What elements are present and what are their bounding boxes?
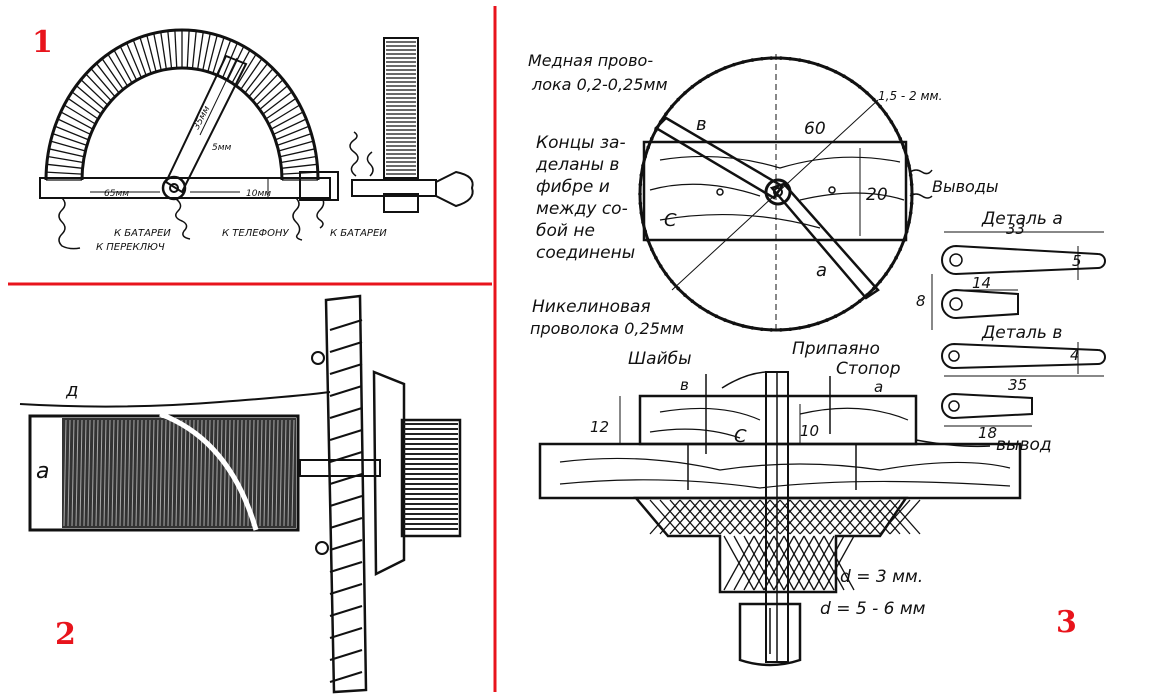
p3-copper-wire-2: лока 0,2-0,25мм xyxy=(531,75,668,94)
p2-label-a: а xyxy=(36,459,49,484)
p3-dim-12: 12 xyxy=(590,418,609,436)
p3-dim-35: 35 xyxy=(1008,376,1027,394)
p3-ends-1: Концы за- xyxy=(536,133,626,153)
p1-dim-base-height: 10мм xyxy=(246,189,271,199)
p3-dim-60: 60 xyxy=(804,119,826,139)
panel-number-3: 3 xyxy=(1056,605,1077,640)
p3-d56: d = 5 - 6 мм xyxy=(820,599,926,619)
p3-dim-5: 5 xyxy=(1072,252,1082,270)
p3-output: вывод xyxy=(996,435,1052,455)
p3-nickel-2: проволока 0,25мм xyxy=(530,319,684,338)
p3-ends-3: фибре и xyxy=(536,177,610,197)
p3-d3: d = 3 мм. xyxy=(840,567,923,587)
panel2-coil-drawing xyxy=(19,294,462,694)
p1-lead-battery-1: К БАТАРЕИ xyxy=(114,228,171,239)
p3-dim-20: 20 xyxy=(866,185,888,205)
p3-dim-33: 33 xyxy=(1006,220,1025,238)
p1-lead-battery-2: К БАТАРЕИ xyxy=(330,228,387,239)
panel3-section-view xyxy=(538,371,1022,667)
panel1-rheostat-drawing xyxy=(39,28,474,250)
p3-ends-4: между со- xyxy=(536,199,628,219)
p3-dim-18: 18 xyxy=(978,424,997,442)
p3-board-c: С xyxy=(664,210,677,231)
p1-lead-phone: К ТЕЛЕФОНУ xyxy=(222,228,290,239)
p3-gap: 1,5 - 2 мм. xyxy=(878,89,942,103)
panel-number-2: 2 xyxy=(55,617,76,652)
p1-dim-base-len: 65мм xyxy=(104,189,129,199)
p3-details-drawing xyxy=(931,231,1106,427)
p3-dim-10: 10 xyxy=(800,422,819,440)
p3-board-c2: С xyxy=(734,426,747,447)
p3-dim-4: 4 xyxy=(1070,346,1080,364)
p3-washers: Шайбы xyxy=(628,349,692,369)
p1-dim-arm-width: 5мм xyxy=(212,143,232,153)
p3-detail-a: Деталь а xyxy=(981,209,1063,229)
p3-detail-b: Деталь в xyxy=(981,323,1062,343)
p3-stop-a: а xyxy=(874,378,883,396)
panel-number-1: 1 xyxy=(32,25,53,60)
p3-outputs: Выводы xyxy=(932,177,999,196)
p3-copper-wire-1: Медная прово- xyxy=(528,51,653,70)
p3-arm-a: а xyxy=(816,260,827,281)
p3-dim-14: 14 xyxy=(972,274,991,292)
p2-label-d: д xyxy=(65,380,78,401)
p3-ends-5: бой не xyxy=(536,221,595,241)
p3-ends-6: соединены xyxy=(536,243,635,263)
p3-arm-b: в xyxy=(696,114,707,135)
p1-lead-switch: К ПЕРЕКЛЮЧ xyxy=(96,242,165,253)
p3-wash-b: в xyxy=(680,376,689,394)
p3-soldered: Припаяно xyxy=(792,339,880,359)
panel3-top-view xyxy=(638,54,933,332)
p3-nickel-1: Никелиновая xyxy=(532,297,651,317)
p3-dim-8: 8 xyxy=(916,292,926,310)
p3-ends-2: деланы в xyxy=(535,155,619,175)
p1-dim-arm: 35мм xyxy=(192,104,213,131)
p3-stopper: Стопор xyxy=(836,359,901,379)
